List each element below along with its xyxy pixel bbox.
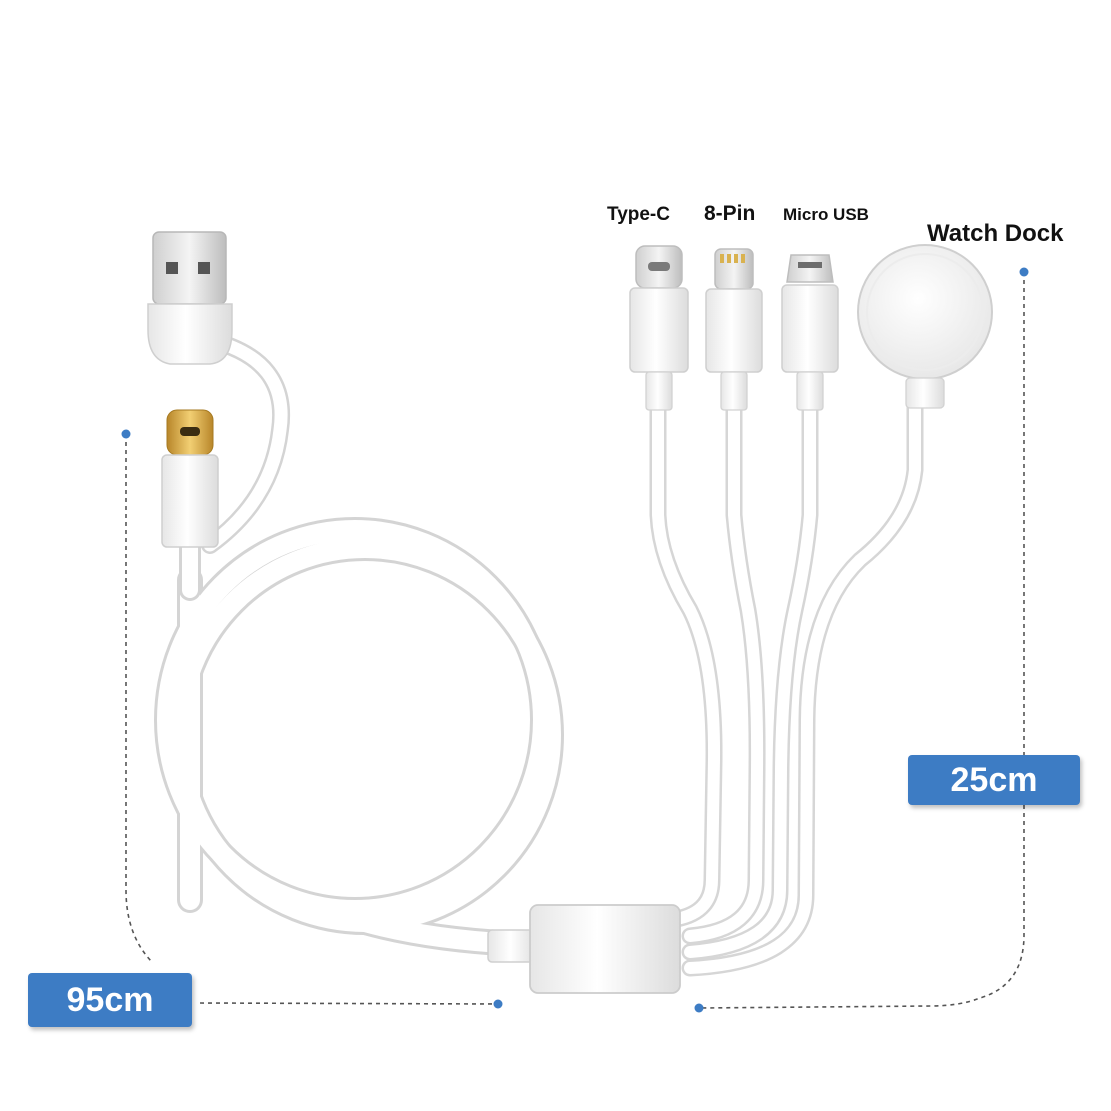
label-eight-pin: 8-Pin (704, 202, 756, 225)
adapter-cable (179, 331, 291, 601)
eight-pin-connector (705, 248, 763, 411)
label-micro-usb: Micro USB (783, 205, 869, 224)
usb-c-adapter-connector (161, 409, 219, 548)
length-badge-main: 95cm (28, 973, 192, 1027)
usb-a-connector (147, 231, 233, 365)
dimension-line-left (125, 434, 499, 1005)
type-c-connector (629, 245, 689, 411)
watch-dock (857, 244, 993, 409)
label-type-c: Type-C (607, 204, 670, 225)
splitter-housing (487, 904, 681, 994)
micro-usb-connector (781, 254, 839, 411)
branch-cables (649, 399, 924, 977)
main-cable (154, 517, 564, 957)
label-watch-dock: Watch Dock (927, 220, 1064, 247)
dimension-line-right (699, 272, 1025, 1009)
length-badge-branch: 25cm (908, 755, 1080, 805)
dimension-dots (121, 267, 1029, 1013)
